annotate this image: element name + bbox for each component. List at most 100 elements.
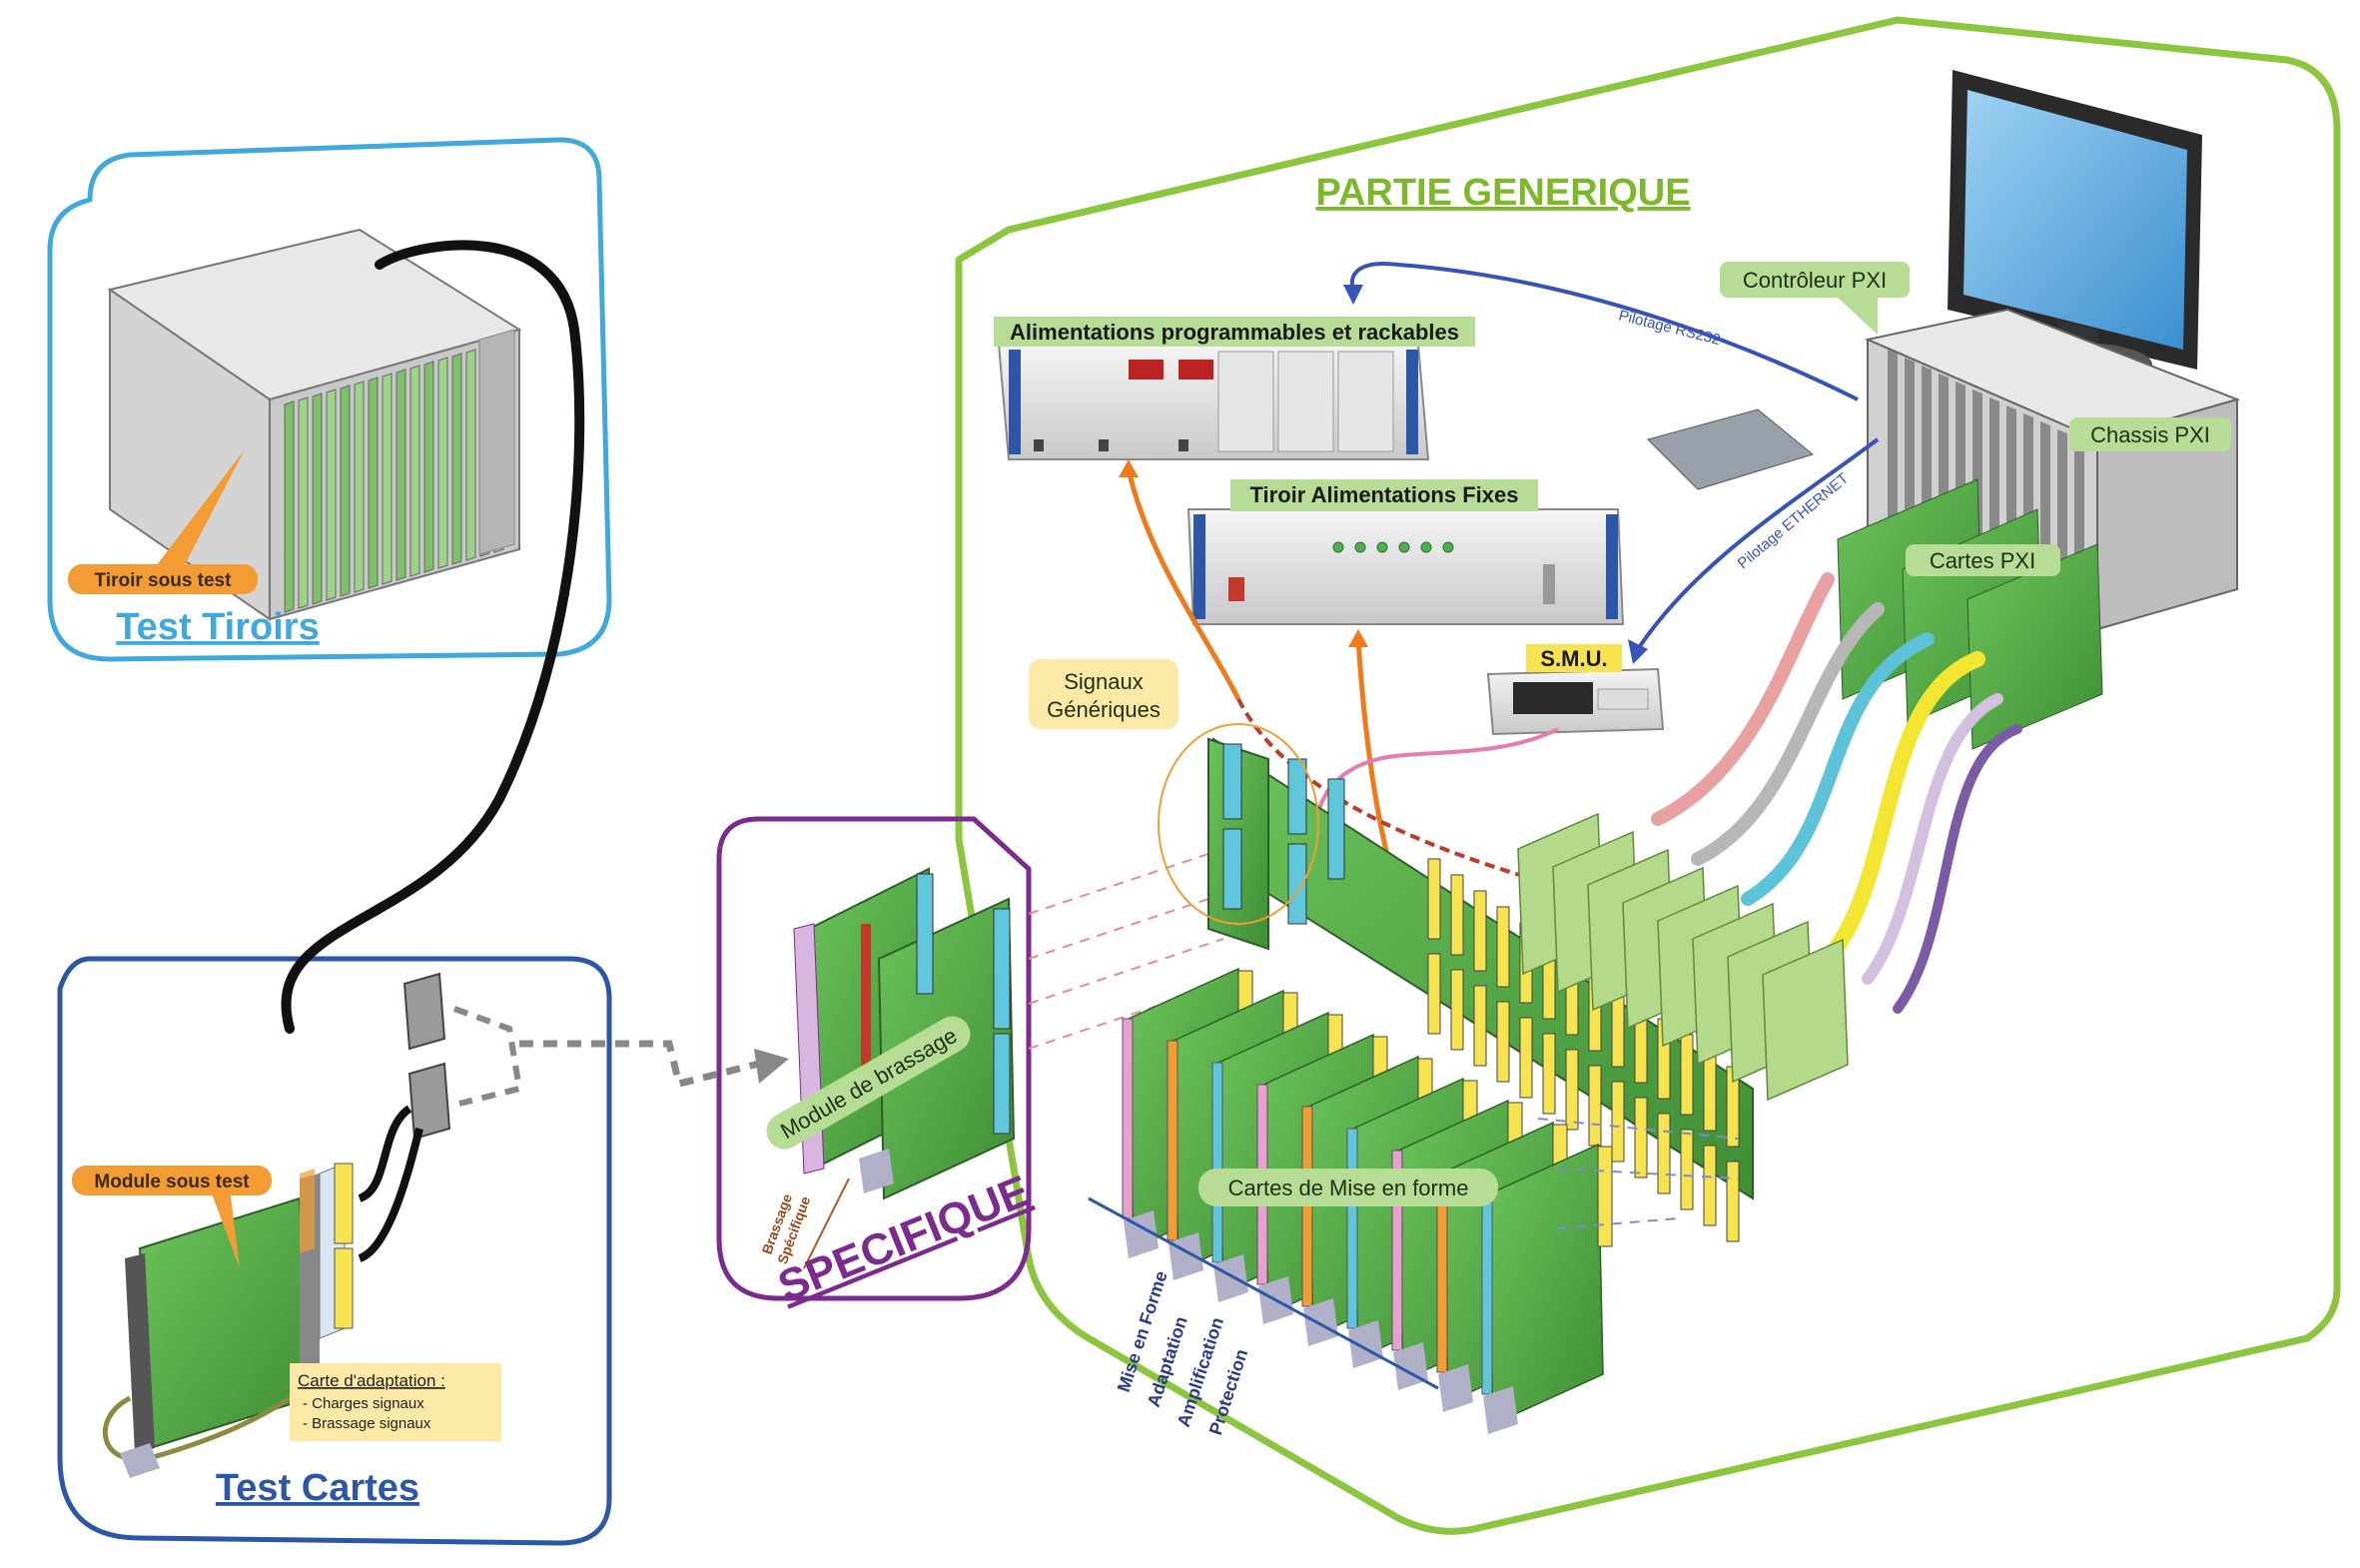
backplane-connector — [1703, 1050, 1717, 1132]
chassis-slot — [1905, 358, 1915, 547]
backplane-connector — [1703, 1145, 1717, 1226]
pilotage-ethernet-text: Pilotage ETHERNET — [1735, 470, 1853, 573]
alimentations-programmables-text: Alimentations programmables et rackables — [1010, 320, 1459, 345]
backplane-connector — [1634, 1097, 1648, 1178]
tiroir-sous-test-tag: Tiroir sous test — [68, 564, 258, 594]
smu-text: S.M.U. — [1540, 646, 1607, 671]
signaux-generiques-circle — [1158, 723, 1319, 925]
mise-en-forme-cards — [1122, 967, 1613, 1434]
cartes-region — [57, 956, 612, 1546]
connector-bottom — [407, 1062, 451, 1141]
cartes-pxi-text: Cartes PXI — [1930, 548, 2035, 573]
tiroir-alimentations-fixes-text: Tiroir Alimentations Fixes — [1250, 482, 1519, 507]
rack-slot — [354, 381, 365, 593]
backplane-connector — [1450, 969, 1464, 1051]
power-led — [1376, 541, 1388, 553]
cable-to-card-2 — [358, 1128, 423, 1262]
rack-slot — [326, 389, 337, 601]
generic-backplane — [1207, 737, 1849, 1242]
backplane-connector — [1519, 1017, 1533, 1099]
generique-region — [955, 16, 2341, 1535]
controleur-pxi-label: Contrôleur PXI — [1720, 262, 1910, 298]
rack-slot — [451, 353, 462, 565]
fixed-alim-cable — [1355, 638, 1391, 860]
mef-faceplate — [1391, 1150, 1403, 1351]
mef-foot — [1348, 1320, 1383, 1368]
backplane-connector — [1611, 1081, 1625, 1163]
generique-title: PARTIE GENERIQUE — [1315, 172, 1690, 214]
power-led — [1442, 541, 1454, 553]
backplane-connector — [1427, 858, 1441, 940]
mef-foot — [1303, 1298, 1338, 1346]
controleur-pointer — [1838, 298, 1878, 335]
adaptation-title: Carte d'adaptation : — [298, 1371, 445, 1390]
alim-cable-arrow — [1119, 459, 1139, 477]
smu-instrument — [1486, 667, 1665, 736]
fixed-power-supply-drawer — [1186, 508, 1625, 625]
connector-top — [402, 972, 446, 1051]
cartes-mise-en-forme-label: Cartes de Mise en forme — [1198, 1169, 1498, 1206]
rack-slot — [312, 392, 323, 605]
mef-faceplate — [1481, 1193, 1493, 1395]
mef-faceplate — [1167, 1040, 1179, 1241]
rack-under-test — [107, 228, 522, 621]
dashed-connections — [452, 1006, 789, 1107]
tiroirs-region — [47, 137, 612, 662]
functions-bracket — [1088, 1196, 1439, 1390]
tiroir-alimentations-fixes-label: Tiroir Alimentations Fixes — [1230, 479, 1538, 511]
fixed-alim-cable-arrow — [1348, 629, 1368, 647]
test-cartes-title: Test Cartes — [216, 1467, 419, 1509]
signaux-generiques-label: Signaux Génériques — [1029, 659, 1179, 729]
adapter-card — [1762, 938, 1849, 1102]
carte-adaptation-note: Carte d'adaptation : - Charges signaux -… — [290, 1363, 501, 1441]
power-led — [1332, 541, 1344, 553]
ethernet-cable — [1636, 437, 1880, 651]
dashed-mef-lines — [1537, 1118, 1739, 1229]
rack-slot — [382, 373, 393, 585]
smu-cable — [1314, 727, 1559, 850]
rack-slot — [437, 357, 448, 569]
mef-faceplate — [1346, 1128, 1358, 1329]
alimentations-programmables-label: Alimentations programmables et rackables — [994, 317, 1475, 347]
backplane-connector — [1542, 1033, 1556, 1115]
power-led — [1398, 541, 1410, 553]
module-under-test-card — [102, 1163, 354, 1478]
backplane-connector — [1588, 1065, 1602, 1147]
generiques-text: Génériques — [1047, 697, 1161, 722]
mef-foot — [1169, 1232, 1203, 1280]
mef-card — [1487, 1143, 1604, 1426]
chassis-pxi-text: Chassis PXI — [2090, 422, 2210, 447]
backplane-connector — [1473, 985, 1487, 1067]
mef-connector — [1597, 1146, 1613, 1247]
keyboard — [1647, 408, 1815, 490]
rs232-cable — [1349, 262, 1859, 401]
backplane-connector — [1496, 906, 1510, 988]
rack-slot — [409, 365, 420, 577]
backplane-connector — [1450, 874, 1464, 956]
alim-cable — [1126, 468, 1241, 701]
ethernet-arrow — [1628, 639, 1648, 664]
pxi-signal-cables — [1651, 572, 2022, 1014]
cartes-mise-en-forme-text: Cartes de Mise en forme — [1228, 1176, 1469, 1200]
rack-slot — [284, 400, 295, 613]
brassage-leader-line — [803, 1177, 850, 1269]
rack-slot — [465, 349, 476, 561]
test-tiroirs-title: Test Tiroirs — [116, 606, 319, 648]
mef-faceplate — [1211, 1062, 1223, 1263]
cartes-pxi-label: Cartes PXI — [1906, 544, 2060, 576]
programmable-power-supply — [997, 344, 1430, 460]
backplane-connector — [1657, 1113, 1671, 1194]
rs232-arrow — [1343, 285, 1363, 305]
chassis-pxi-label: Chassis PXI — [2069, 417, 2231, 451]
power-led — [1420, 541, 1432, 553]
backplane-connector — [1473, 890, 1487, 972]
smu-label: S.M.U. — [1526, 644, 1622, 672]
chassis-slot — [1888, 350, 1898, 539]
backplane-connector — [1565, 1049, 1579, 1131]
backplane-connector — [1496, 1001, 1510, 1083]
backplane-connector — [1427, 953, 1441, 1035]
rack-slot — [298, 396, 309, 609]
backplane-connector — [1680, 1034, 1694, 1116]
backplane-connector — [1726, 1161, 1740, 1242]
